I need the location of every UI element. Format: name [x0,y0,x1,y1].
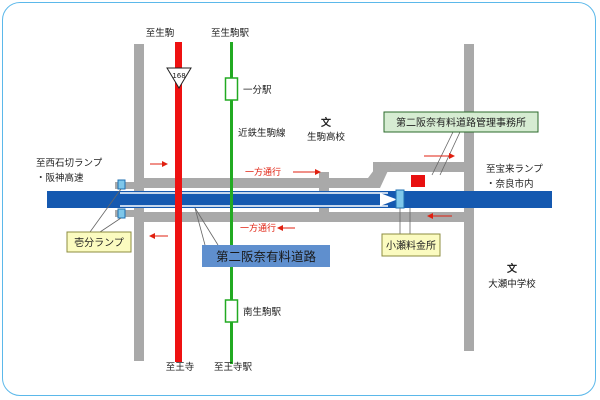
label-ikoma-high-school: 生駒高校 [307,131,346,143]
road-to-office [373,162,474,172]
label-office: 第二阪奈有料道路管理事務所 [396,116,526,129]
school-icon: 文 [321,116,332,129]
label-to-ouji: 至王寺 [166,362,195,373]
label-one-way-top: 一方通行 [245,166,281,178]
label-to-ouji-station: 至王寺駅 [214,362,253,373]
label-to-nara: ・奈良市内 [486,178,534,190]
office-marker-icon [411,175,425,187]
ramp-node-lower [117,208,126,219]
route-168-road [175,42,182,362]
road-left-stub-upper [115,182,137,189]
station-minami-ikoma-marker [224,299,239,323]
ramp-node-upper [117,179,126,190]
label-to-hanshin: ・阪神高速 [36,172,84,184]
label-to-ikoma-station: 至生駒駅 [211,27,250,39]
label-ichibu-ramp: 壱分ランプ [74,236,124,249]
route-shield-icon: 168 [166,67,192,89]
label-road-name: 第二阪奈有料道路 [216,249,317,264]
toll-gate-marker [395,189,405,209]
school-icon: 文 [507,262,518,275]
road-lower-right [376,212,474,222]
callout-lines [89,131,461,246]
toll-gate-callout: 小瀬料金所 [381,233,441,257]
label-ichibu-station: 一分駅 [243,85,272,96]
expressway-daini-hanna [47,191,552,208]
station-ichibu-marker [224,77,239,101]
road-name-callout: 第二阪奈有料道路 [202,245,330,267]
label-toll-gate: 小瀬料金所 [386,239,436,252]
kintetsu-railway [224,42,239,364]
one-way-arrows [149,153,455,239]
ramp-callout: 壱分ランプ [66,231,132,253]
road-left-stub-lower [115,210,137,217]
label-kintetsu-line: 近鉄生駒線 [238,127,286,139]
road-lower-service [136,212,376,222]
expressway-direction-arrow-icon [380,193,397,206]
road-merge-upper [368,162,392,188]
label-to-ikoma: 至生駒 [146,27,175,39]
label-to-hourai: 至宝来ランプ [486,163,543,175]
office-callout: 第二阪奈有料道路管理事務所 [383,111,539,133]
road-upper-service [136,178,376,188]
label-one-way-bottom: 一方通行 [240,222,276,234]
route-number: 168 [172,72,185,80]
label-minami-ikoma-station: 南生駒駅 [243,306,282,318]
label-to-nishiishikiri: 至西石切ランプ [36,158,103,169]
road-merge-lower [368,212,394,222]
railway-line [230,42,233,364]
label-oose-junior-high: 大瀬中学校 [488,278,536,290]
expressway-band [47,191,552,208]
